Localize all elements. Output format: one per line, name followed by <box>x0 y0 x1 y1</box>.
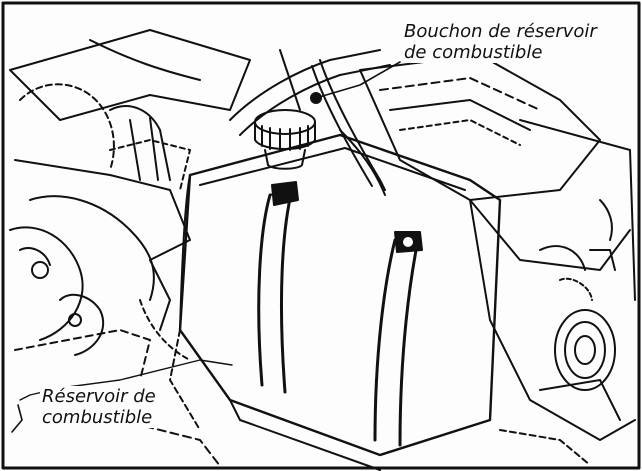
leader-line-fuel-cap <box>315 61 401 99</box>
hoses <box>229 49 391 191</box>
fuel-cap-callout: Bouchon de réservoir de combustible <box>402 21 599 63</box>
fuel-tank-callout: Réservoir de combustible <box>40 386 158 428</box>
fuel-tank-callout-line1: Réservoir de <box>42 386 156 407</box>
engine-block-right <box>469 199 636 466</box>
fuel-cap <box>254 109 316 170</box>
fuel-cap-callout-line1: Bouchon de réservoir <box>404 21 597 42</box>
engine-block-left <box>9 29 251 381</box>
leader-line-fuel-tank <box>19 359 233 401</box>
fuel-tank-callout-line2: combustible <box>42 407 153 428</box>
fuel-tank <box>169 133 502 471</box>
fuel-cap-callout-line2: de combustible <box>404 42 543 63</box>
